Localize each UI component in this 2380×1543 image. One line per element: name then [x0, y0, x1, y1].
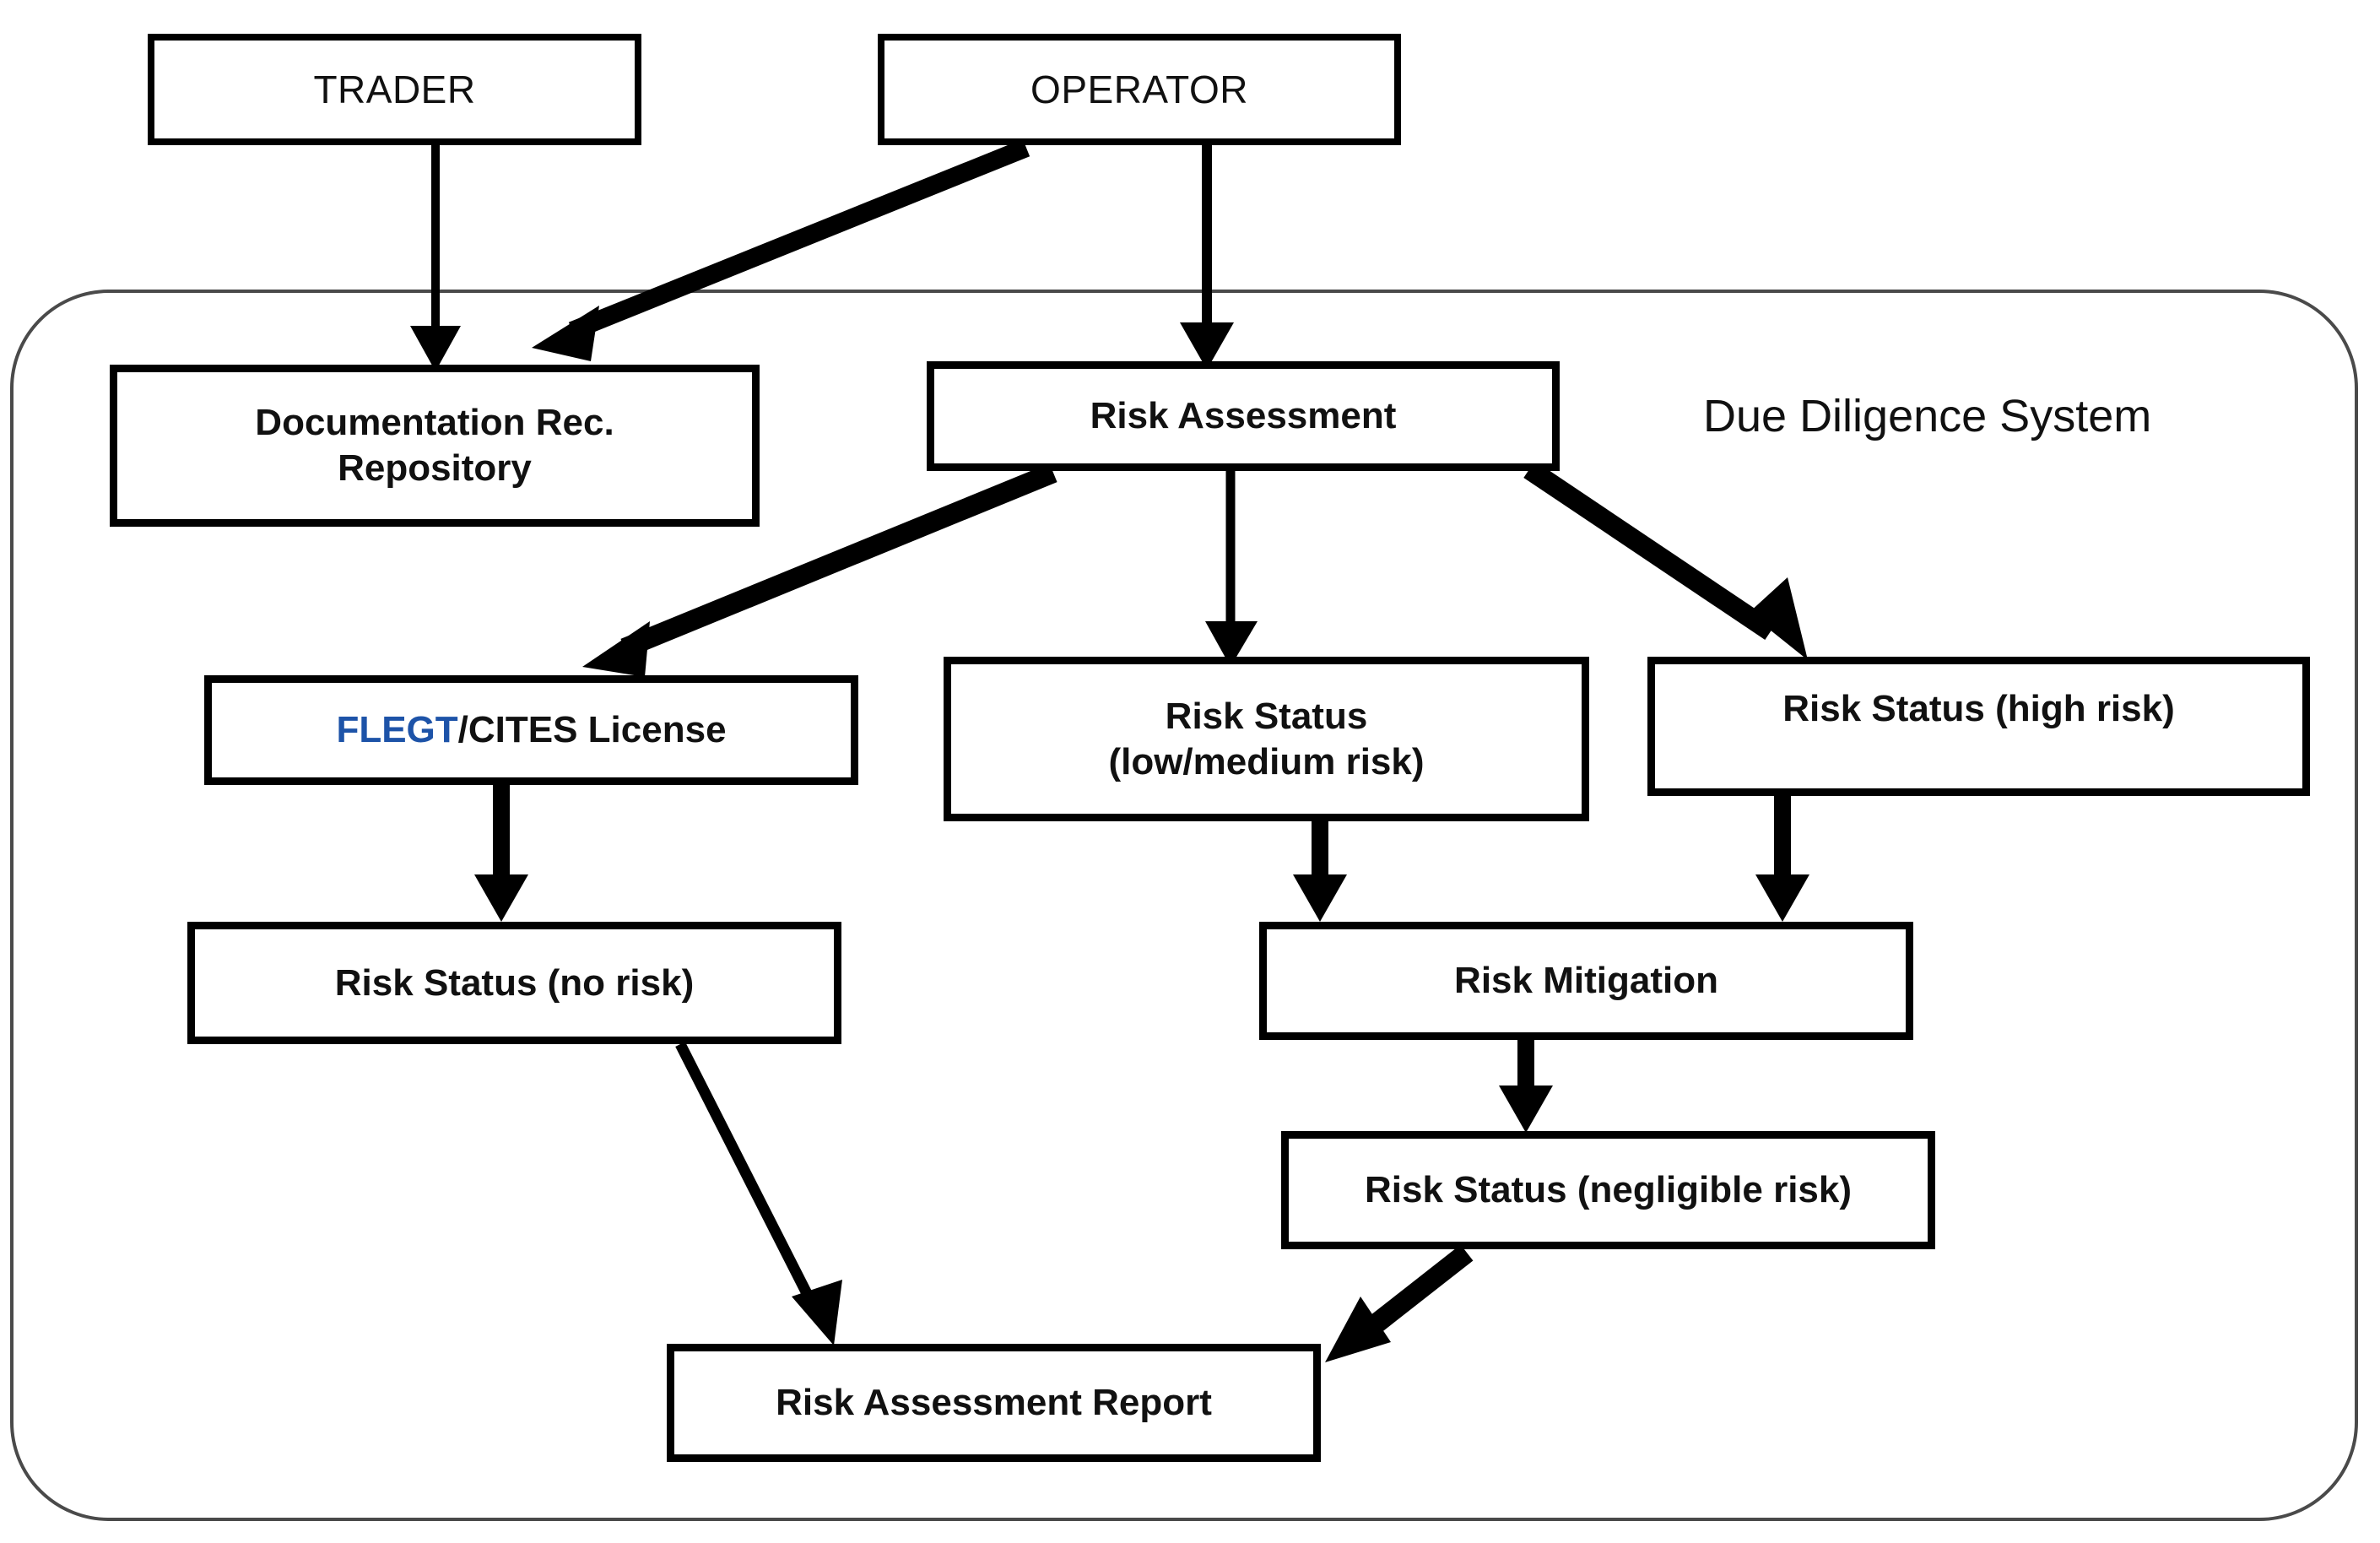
edge-risk-status-low-medium-to-risk-mitigation	[1293, 821, 1347, 922]
node-trader-label: TRADER	[313, 67, 476, 111]
node-risk-assessment-label: Risk Assessment	[1090, 395, 1397, 437]
due-diligence-system-container	[10, 290, 2358, 1521]
node-risk-status-high-risk[interactable]: Risk Status (high risk)	[1647, 657, 2310, 796]
edge-risk-assessment-to-flegt-license	[582, 463, 1057, 677]
edge-risk-status-high-to-risk-mitigation	[1755, 796, 1809, 922]
node-risk-assessment-report[interactable]: Risk Assessment Report	[667, 1344, 1321, 1462]
node-trader[interactable]: TRADER	[148, 34, 641, 145]
edge-risk-assessment-to-risk-status-low-medium	[1205, 469, 1258, 667]
node-operator-label: OPERATOR	[1030, 67, 1248, 111]
flegt-accent-text: FLEGT	[336, 709, 458, 751]
edge-risk-assessment-to-risk-status-high	[1523, 461, 1808, 660]
node-risk-status-no-risk[interactable]: Risk Status (no risk)	[187, 922, 841, 1044]
due-diligence-system-title: Due Diligence System	[1703, 391, 2152, 441]
edge-operator-to-risk-assessment	[1180, 145, 1234, 370]
node-risk-status-no-risk-label: Risk Status (no risk)	[334, 961, 695, 1004]
node-risk-mitigation-label: Risk Mitigation	[1454, 960, 1718, 1002]
node-risk-status-low-medium-risk-label: Risk Status(low/medium risk)	[1108, 695, 1425, 782]
node-operator[interactable]: OPERATOR	[878, 34, 1401, 145]
node-risk-status-high-risk-label: Risk Status (high risk)	[1782, 688, 2175, 729]
edge-risk-status-negligible-to-report	[1325, 1244, 1474, 1362]
node-flegt-cites-license[interactable]: FLEGT/CITES License	[204, 675, 858, 785]
node-documentation-rec-repository[interactable]: Documentation Rec.Repository	[110, 365, 760, 527]
node-risk-assessment-report-label: Risk Assessment Report	[776, 1382, 1212, 1424]
node-risk-assessment[interactable]: Risk Assessment	[927, 361, 1560, 471]
node-risk-status-negligible-risk[interactable]: Risk Status (negligible risk)	[1281, 1131, 1935, 1249]
node-risk-status-low-medium-risk[interactable]: Risk Status(low/medium risk)	[944, 657, 1589, 821]
node-flegt-cites-license-label: FLEGT/CITES License	[336, 709, 727, 751]
node-risk-mitigation[interactable]: Risk Mitigation	[1259, 922, 1913, 1040]
edge-trader-to-doc-repository	[410, 145, 461, 371]
edge-flegt-license-to-risk-status-no-risk	[474, 785, 528, 922]
edge-risk-mitigation-to-risk-status-negligible	[1499, 1040, 1553, 1133]
edge-risk-status-no-risk-to-report	[675, 1042, 842, 1345]
node-documentation-rec-repository-label: Documentation Rec.Repository	[255, 402, 614, 489]
edge-operator-to-doc-repository	[532, 138, 1030, 361]
node-risk-status-negligible-risk-label: Risk Status (negligible risk)	[1364, 1169, 1853, 1211]
